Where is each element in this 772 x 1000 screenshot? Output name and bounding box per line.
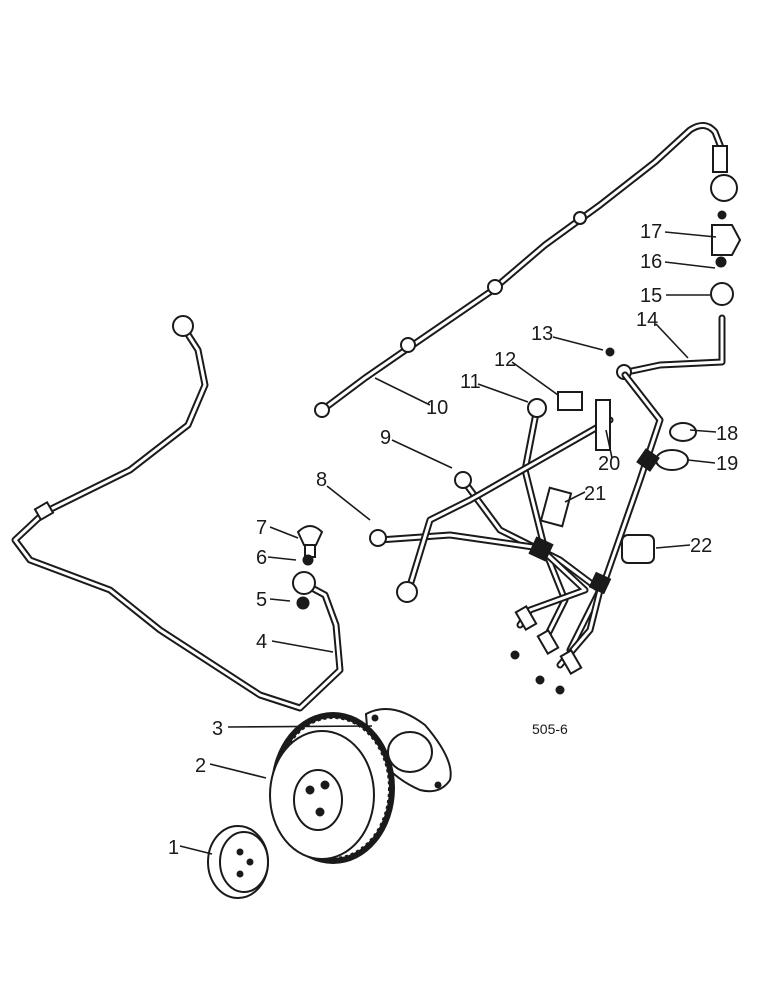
callout-6: 6 xyxy=(256,547,267,569)
callout-2: 2 xyxy=(195,755,206,777)
callout-11: 11 xyxy=(460,371,481,393)
callout-16: 16 xyxy=(640,251,662,273)
callout-13: 13 xyxy=(531,323,553,345)
callout-18: 18 xyxy=(716,423,738,445)
callout-20: 20 xyxy=(598,453,620,475)
leader-lines xyxy=(179,231,717,855)
callout-19: 19 xyxy=(716,453,738,475)
union-stack xyxy=(710,210,742,306)
drive-gear xyxy=(269,712,395,864)
callout-17: 17 xyxy=(640,221,662,243)
callout-15: 15 xyxy=(640,285,662,307)
callout-21: 21 xyxy=(584,483,606,505)
reference-code: 505-6 xyxy=(532,721,568,737)
banjo-bolt-stack xyxy=(292,525,324,610)
callout-10: 10 xyxy=(426,397,448,419)
injector-pipe-bundle xyxy=(369,371,664,695)
brackets-and-clamps xyxy=(539,391,697,564)
leak-off-pipe xyxy=(314,122,738,418)
callout-12: 12 xyxy=(494,349,516,371)
callout-22: 22 xyxy=(690,535,712,557)
return-pipe xyxy=(605,314,726,380)
callout-8: 8 xyxy=(316,469,327,491)
callout-9: 9 xyxy=(380,427,391,449)
callout-3: 3 xyxy=(212,718,223,740)
callout-1: 1 xyxy=(168,837,179,859)
callout-labels: 1 2 3 4 5 6 7 8 9 10 11 12 13 14 15 16 1… xyxy=(168,221,738,859)
callout-5: 5 xyxy=(256,589,267,611)
main-feed-pipe xyxy=(11,315,344,712)
callout-4: 4 xyxy=(256,631,267,653)
thrust-washer xyxy=(207,825,269,899)
callout-14: 14 xyxy=(636,309,658,331)
gasket xyxy=(364,708,452,793)
callout-7: 7 xyxy=(256,517,267,539)
